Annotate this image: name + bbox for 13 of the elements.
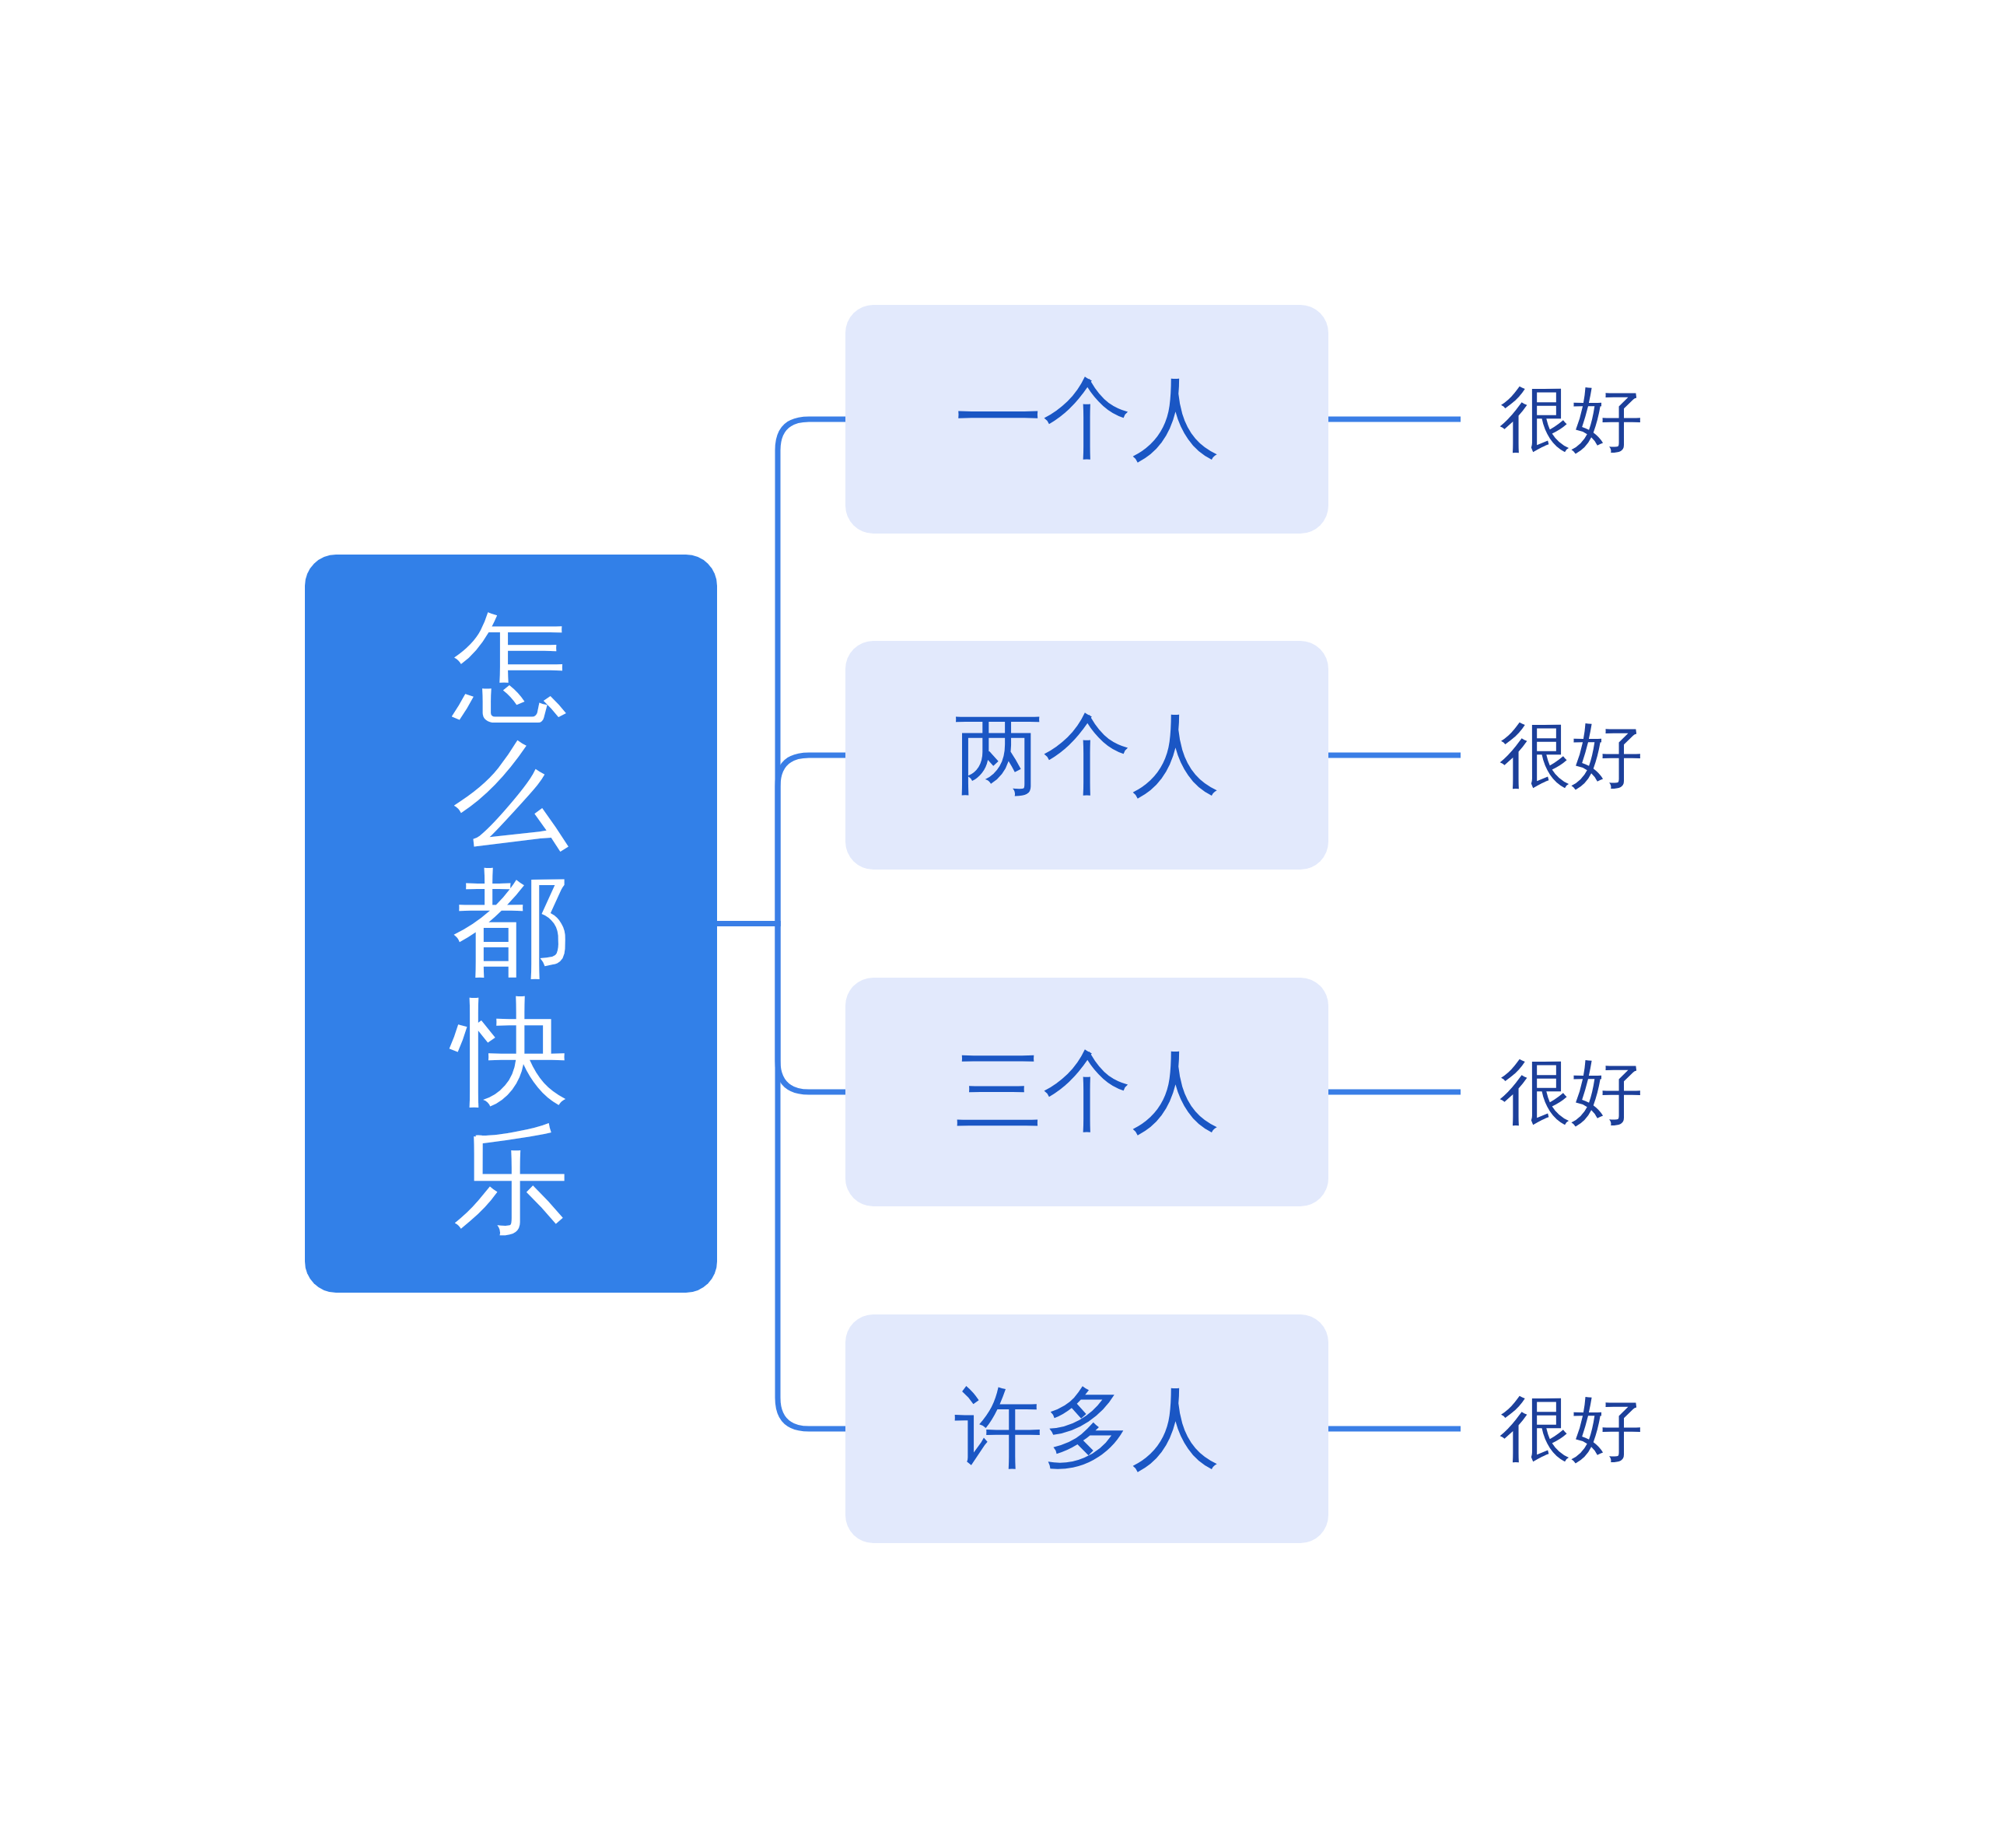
subtopic-text: 三个人 [954,1038,1220,1144]
leaf-text: 很好 [1499,713,1643,797]
subtopic-text: 许多人 [954,1375,1220,1481]
subtopic-text: 两个人 [954,702,1220,807]
subtopic-box [845,1314,1328,1543]
subtopic-box [845,978,1328,1206]
leaf-text: 很好 [1499,1387,1643,1471]
subtopic-box [845,305,1328,534]
leaf-text: 很好 [1499,377,1643,461]
subtopic-text: 一个人 [954,366,1220,471]
root-topic-box [305,555,717,1293]
leaf-text: 很好 [1499,1050,1643,1134]
subtopic-box [845,641,1328,870]
